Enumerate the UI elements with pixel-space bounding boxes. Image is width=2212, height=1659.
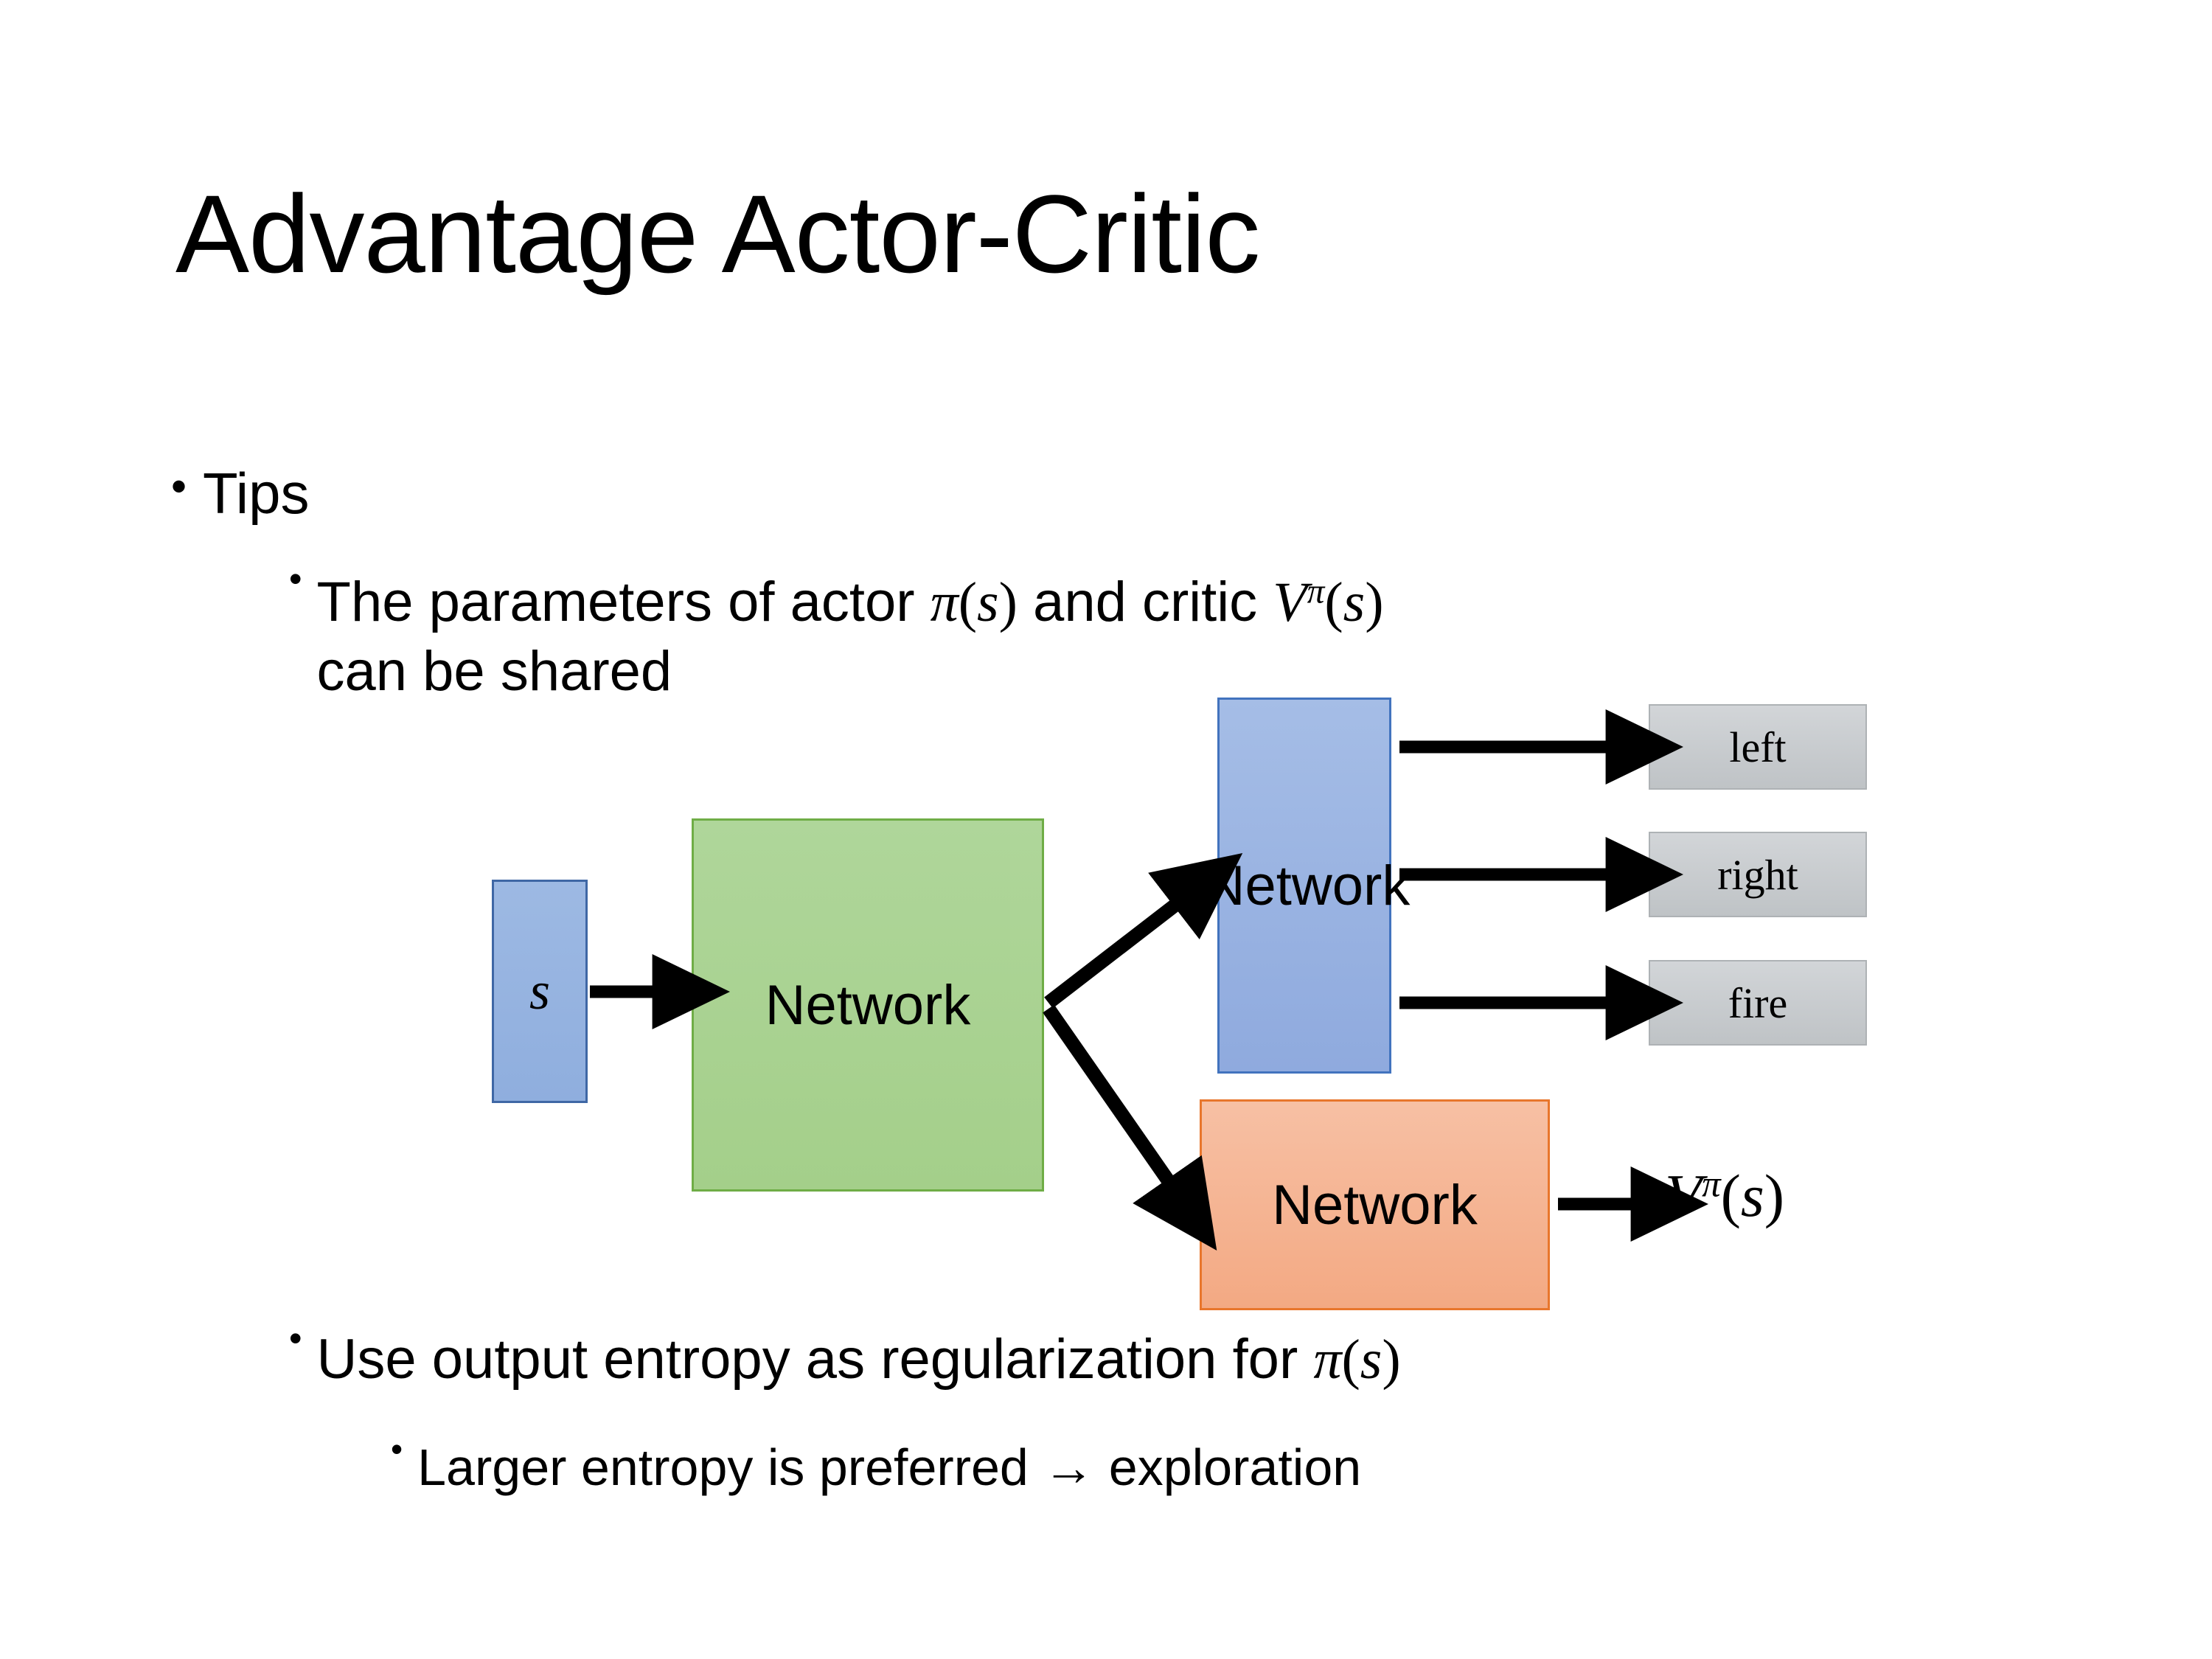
math-lparen: ( <box>1341 1329 1360 1391</box>
math-s-symbol: s <box>1360 1329 1382 1391</box>
bullet-larger-entropy: • Larger entropy is preferred → explorat… <box>391 1432 1362 1497</box>
math-lparen: ( <box>1324 571 1343 633</box>
value-output-label: Vπ(s) <box>1665 1161 1784 1231</box>
math-lparen: ( <box>1720 1162 1741 1229</box>
math-V-symbol: V <box>1665 1162 1703 1229</box>
math-s-symbol: s <box>977 571 999 633</box>
critic-network-label: Network <box>1272 1173 1478 1237</box>
bullet-text-prefix: The parameters of actor <box>316 571 931 633</box>
math-rparen: ) <box>1764 1162 1785 1229</box>
shared-network-box: Network <box>692 818 1044 1192</box>
math-rparen: ) <box>1382 1329 1401 1391</box>
math-rparen: ) <box>1365 571 1384 633</box>
math-s-symbol: s <box>1740 1162 1764 1229</box>
state-input-box: s <box>492 880 588 1103</box>
bullet-entropy-prefix: Use output entropy as regularization for <box>316 1328 1314 1391</box>
bullet-marker-icon: • <box>171 462 187 511</box>
math-policy-actor: π(s) <box>931 571 1018 633</box>
math-value-critic: Vπ(s) <box>1273 571 1383 633</box>
bullet-marker-icon: • <box>391 1430 403 1468</box>
bullet-shared-parameters: • The parameters of actor π(s) and criti… <box>289 560 2073 706</box>
arrow-shared-to-critic <box>1043 1004 1217 1251</box>
bullet-shared-parameters-text: The parameters of actor π(s) and critic … <box>317 568 1384 706</box>
math-lparen: ( <box>958 571 978 633</box>
math-pi-superscript: π <box>1702 1163 1721 1205</box>
bullet-tips: • Tips <box>171 460 309 527</box>
action-output-fire: fire <box>1649 960 1867 1046</box>
bullet-tips-label: Tips <box>203 461 310 526</box>
actor-network-label: Network <box>1204 854 1411 917</box>
bullet-shared-parameters-line2: can be shared <box>316 640 672 703</box>
shared-network-label: Network <box>765 973 971 1037</box>
action-output-right-label: right <box>1717 850 1798 899</box>
page-title: Advantage Actor-Critic <box>175 172 1260 296</box>
action-output-left: left <box>1649 704 1867 790</box>
math-s-symbol: s <box>1343 571 1366 633</box>
action-output-left-label: left <box>1729 723 1787 771</box>
math-pi-symbol: π <box>1313 1329 1342 1391</box>
action-output-fire-label: fire <box>1728 978 1788 1027</box>
bullet-larger-entropy-label: Larger entropy is preferred → exploratio… <box>417 1439 1362 1496</box>
bullet-entropy-regularization: • Use output entropy as regularization f… <box>289 1320 1401 1392</box>
math-pi-superscript: π <box>1307 572 1325 611</box>
math-pi-symbol: π <box>930 571 959 633</box>
bullet-marker-icon: • <box>289 1318 302 1359</box>
critic-network-box: Network <box>1200 1099 1550 1310</box>
bullet-entropy-text: Use output entropy as regularization for… <box>317 1327 1401 1392</box>
bullet-marker-icon: • <box>289 558 302 599</box>
bullet-text-middle: and critic <box>1017 571 1273 633</box>
math-policy-actor: π(s) <box>1313 1329 1400 1391</box>
arrow-shared-to-actor <box>1044 852 1243 1009</box>
actor-network-box: Network <box>1205 698 1410 1074</box>
math-rparen: ) <box>998 571 1018 633</box>
state-input-label: s <box>529 961 551 1020</box>
math-V-symbol: V <box>1273 571 1307 633</box>
math-value-function: Vπ(s) <box>1665 1162 1784 1229</box>
action-output-right: right <box>1649 832 1867 917</box>
